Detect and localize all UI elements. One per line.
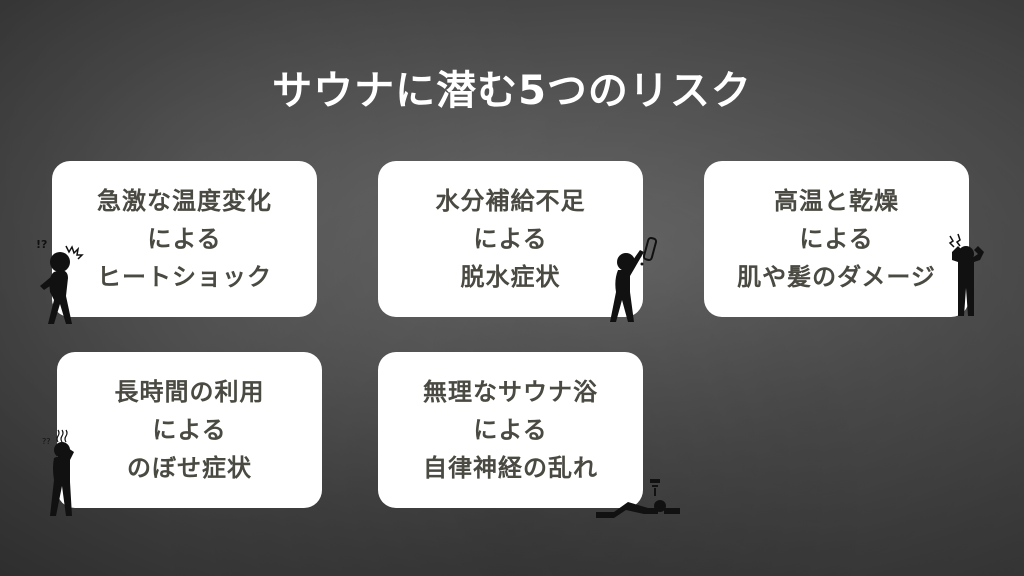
headache-person-icon xyxy=(948,233,984,316)
card-line: 水分補給不足 xyxy=(435,187,586,215)
page-title: サウナに潜む5つのリスク xyxy=(272,68,752,114)
dizzy-person-icon: ?? xyxy=(42,429,74,516)
risk-card-skin-hair-damage: 高温と乾燥 による 肌や髪のダメージ xyxy=(704,161,969,317)
risk-card-autonomic-disorder: 無理なサウナ浴 による 自律神経の乱れ xyxy=(378,352,643,508)
card-line: による xyxy=(152,416,227,444)
card-line: 自律神経の乱れ xyxy=(423,454,598,482)
risk-card-overheating: 長時間の利用 による のぼせ症状 xyxy=(57,352,322,508)
shocked-person-icon: !? xyxy=(36,238,84,324)
card-line: のぼせ症状 xyxy=(127,454,252,482)
thirsty-person-icon xyxy=(610,237,658,322)
card-line: 長時間の利用 xyxy=(114,378,265,406)
card-line: による xyxy=(799,225,874,253)
collapsed-person-icon xyxy=(596,479,680,518)
card-line: 脱水症状 xyxy=(460,263,561,291)
card-line: 肌や髪のダメージ xyxy=(737,263,936,291)
svg-text:??: ?? xyxy=(42,437,51,446)
card-line: による xyxy=(473,225,548,253)
card-line: による xyxy=(473,416,548,444)
risk-card-dehydration: 水分補給不足 による 脱水症状 xyxy=(378,161,643,317)
risk-card-heat-shock: 急激な温度変化 による ヒートショック xyxy=(52,161,317,317)
card-line: による xyxy=(147,225,222,253)
card-line: 急激な温度変化 xyxy=(97,187,272,215)
card-line: 無理なサウナ浴 xyxy=(423,378,598,406)
card-line: 高温と乾燥 xyxy=(774,187,899,215)
card-line: ヒートショック xyxy=(97,263,272,291)
svg-text:!?: !? xyxy=(36,238,47,251)
